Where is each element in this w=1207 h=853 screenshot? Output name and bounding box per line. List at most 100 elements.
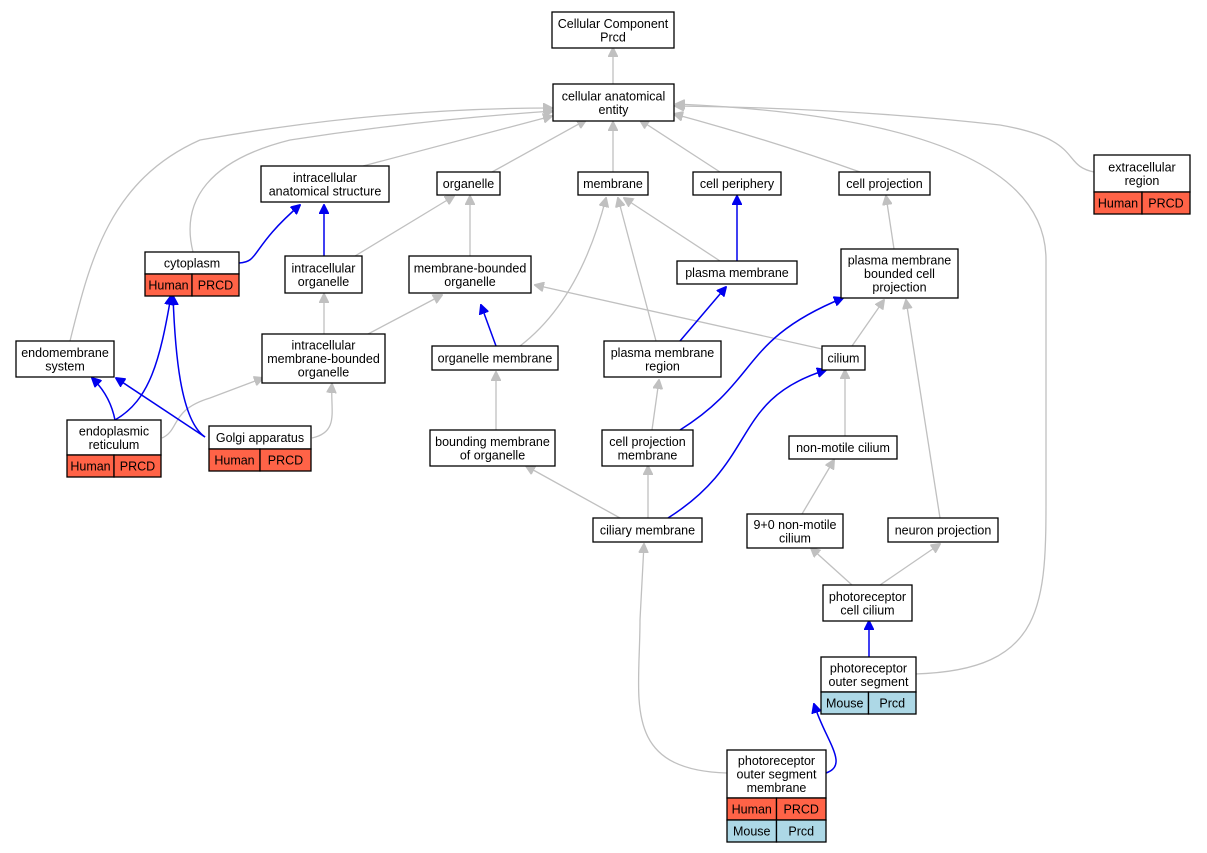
edge	[354, 196, 454, 257]
node-label-line: cilium	[779, 531, 811, 545]
node-label-line: membrane	[747, 781, 807, 795]
node-label-line: endoplasmic	[79, 424, 149, 438]
edge	[675, 106, 1095, 173]
edge	[519, 198, 606, 347]
edge	[114, 296, 171, 421]
go-term-node-membrane[interactable]: membrane	[577, 171, 649, 196]
node-box	[821, 345, 866, 371]
node-label-line: anatomical structure	[269, 184, 382, 198]
species-tag-cell	[191, 273, 240, 297]
go-term-node-cilium[interactable]: cilium	[821, 345, 866, 371]
node-box	[429, 429, 556, 467]
node-label-line: intracellular	[292, 339, 356, 353]
node-label-line: photoreceptor	[830, 661, 907, 675]
gene-label: Prcd	[879, 697, 905, 711]
go-term-node-organelle[interactable]: organelle	[436, 171, 501, 196]
node-label-line: organelle	[298, 275, 349, 289]
species-label: Human	[70, 460, 110, 474]
node-label-line: photoreceptor	[829, 590, 906, 604]
node-box	[552, 83, 675, 122]
go-term-node-plasma-membrane[interactable]: plasma membrane	[676, 260, 798, 285]
node-label-line: intracellular	[293, 171, 357, 185]
edge	[618, 198, 657, 342]
node-label-line: bounded cell	[864, 267, 935, 281]
species-label: Human	[214, 454, 254, 468]
edge	[173, 296, 206, 438]
edge	[311, 384, 332, 439]
edge	[535, 285, 823, 350]
node-label-line: system	[45, 359, 85, 373]
go-term-node-cell-projection[interactable]: cell projection	[838, 171, 931, 196]
node-box	[601, 429, 694, 467]
node-label-line: entity	[599, 103, 630, 117]
edge	[679, 298, 843, 431]
node-box	[838, 171, 931, 196]
gene-label: PRCD	[120, 460, 155, 474]
node-box	[66, 419, 162, 456]
node-box	[840, 248, 959, 299]
edge	[367, 295, 442, 335]
node-label-line: cilium	[828, 352, 860, 366]
node-box	[676, 260, 798, 285]
node-label-line: extracellular	[1108, 160, 1175, 174]
species-tag-cell	[775, 819, 827, 843]
gene-label: PRCD	[784, 803, 819, 817]
go-term-node-ciliary-membrane[interactable]: ciliary membrane	[592, 517, 703, 543]
species-tag-cell	[259, 448, 312, 472]
node-label-line: region	[1125, 174, 1160, 188]
node-box	[408, 255, 532, 294]
edge	[811, 548, 853, 586]
edge	[161, 378, 263, 439]
node-label-line: cell projection	[846, 177, 922, 191]
node-label-line: ciliary membrane	[600, 524, 695, 538]
node-label-line: of organelle	[460, 448, 525, 462]
node-box	[788, 435, 898, 460]
node-label-line: neuron projection	[895, 524, 992, 538]
node-box	[726, 749, 827, 799]
node-label-line: plasma membrane	[611, 346, 715, 360]
edge	[362, 116, 552, 167]
node-box	[1093, 154, 1191, 193]
node-label-line: reticulum	[89, 438, 140, 452]
edge	[69, 108, 552, 342]
node-box	[261, 333, 386, 384]
node-label-line: bounding membrane	[435, 435, 550, 449]
node-label-line: photoreceptor	[738, 754, 815, 768]
gene-label: PRCD	[1148, 197, 1183, 211]
node-label-line: membrane	[618, 448, 678, 462]
node-box	[822, 584, 913, 622]
go-term-node-neuron-projection[interactable]: neuron projection	[887, 517, 999, 543]
go-term-node-non-motile-cilium[interactable]: non-motile cilium	[788, 435, 898, 460]
node-label-line: projection	[872, 281, 926, 295]
edge	[886, 196, 895, 250]
edge	[814, 704, 837, 774]
edge	[851, 300, 884, 347]
species-label: Mouse	[826, 697, 864, 711]
node-label-line: organelle	[444, 275, 495, 289]
go-term-node-cell-periphery[interactable]: cell periphery	[692, 171, 782, 196]
edge	[116, 378, 206, 438]
node-label-line: cellular anatomical	[562, 89, 666, 103]
go-term-node-organelle-membrane[interactable]: organelle membrane	[431, 345, 559, 371]
